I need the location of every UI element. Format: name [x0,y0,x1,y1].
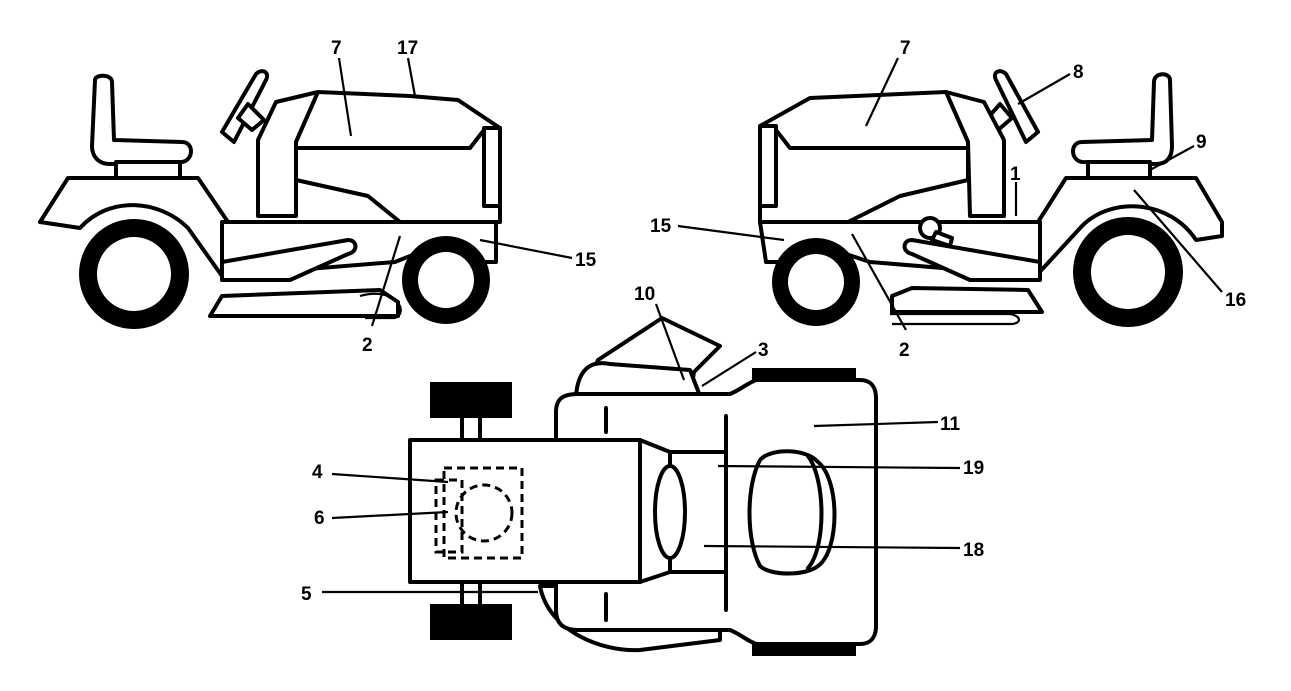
label-18: 18 [963,540,984,561]
chute-deflector [574,361,702,398]
label-5: 5 [301,584,312,605]
front-hub [418,252,474,308]
hood-top-crease [806,454,824,570]
leader-6 [331,510,449,520]
leader-2-right [851,233,907,331]
seat [90,73,193,166]
seat-post [1086,160,1152,180]
leader-8-right [1017,73,1071,105]
label-17-left: 17 [397,38,418,59]
decal-area-outer [434,478,464,554]
leader-16-right [1133,189,1223,293]
label-3: 3 [758,340,769,361]
label-19: 19 [963,458,984,479]
leader-15-left [479,238,573,260]
grille [758,124,778,208]
leader-10 [654,303,686,381]
label-7-right: 7 [900,38,911,59]
steering-wheel [993,69,1040,144]
steering-column [236,102,266,132]
rear-right-tire [430,604,512,640]
label-7-left: 7 [331,38,342,59]
leader-11 [813,420,939,428]
leader-18 [703,544,961,550]
label-15-left: 15 [575,250,597,271]
leader-9-right [1149,145,1195,171]
top-view: 10 3 11 19 18 4 6 5 [301,284,984,656]
leader-15-right [677,224,785,242]
hood-seam [294,128,486,150]
label-2-left: 2 [362,335,373,356]
leader-19 [717,464,961,470]
leader-4 [331,472,449,484]
label-2-right: 2 [899,340,910,361]
rear-left-tire [430,382,512,418]
label-10: 10 [634,284,655,305]
label-4: 4 [312,462,323,483]
hood [758,90,970,224]
deck-chute [359,292,402,320]
footrest [220,238,358,282]
label-1-right: 1 [1010,164,1021,185]
mower-deck [890,286,1044,314]
label-11: 11 [940,414,961,435]
pedal-arm [930,230,954,248]
label-16-right: 16 [1225,290,1246,311]
leader-3 [701,351,757,387]
rear-hub [97,237,171,311]
left-side-view: 7 17 15 2 [38,38,597,356]
right-side-view: 7 8 9 1 15 16 2 [650,38,1246,361]
steering-wheel-top [653,464,687,560]
label-15-right: 15 [650,216,672,237]
seat-post [114,160,182,180]
rear-hub [1091,235,1165,309]
hood [294,90,502,224]
seat [1071,72,1174,166]
grille [482,126,502,208]
decal-circle [454,483,514,543]
leader-7-right [865,57,899,127]
leader-17-left [406,57,417,97]
deck-chute [890,312,1021,326]
label-6: 6 [314,508,325,529]
footrest [902,238,1042,282]
leader-7-left [337,57,353,137]
label-9-right: 9 [1196,132,1207,153]
hood-seam [774,128,970,150]
leader-2-left [370,235,402,327]
front-hub [788,254,844,310]
label-8-right: 8 [1073,62,1084,83]
